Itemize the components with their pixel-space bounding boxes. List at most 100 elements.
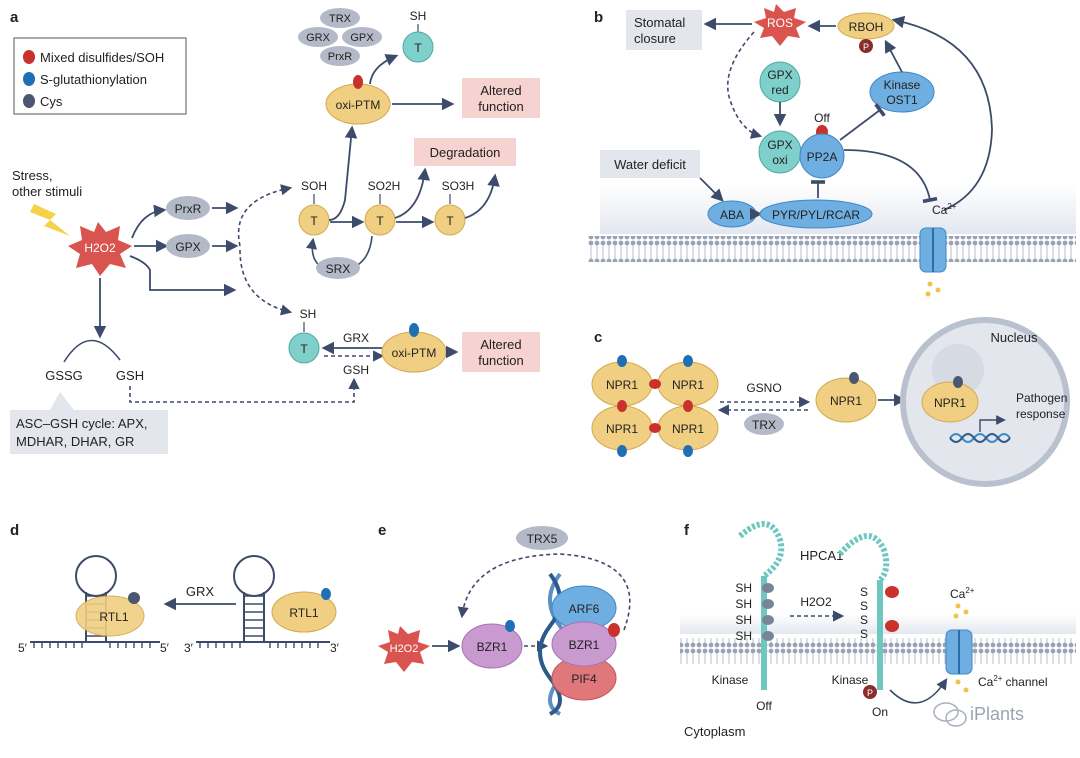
grx-node	[298, 27, 338, 47]
legend-mixed: Mixed disulfides/SOH	[40, 50, 164, 65]
ros-label: ROS	[767, 16, 793, 30]
hpca1-ectodomain-off	[738, 521, 785, 579]
target-so2h	[364, 204, 396, 236]
bzr1-label-2: BZR1	[569, 638, 600, 652]
water-deficit-box	[600, 150, 700, 178]
sh-top-label: SH	[410, 9, 427, 23]
altered-function-box-bottom	[462, 332, 540, 372]
hpca1-label: HPCA1	[800, 548, 843, 563]
stomatal-label-1: Stomatal	[634, 15, 685, 30]
panel-a: Mixed disulfides/SOH S-glutathionylation…	[10, 8, 540, 454]
prxr-node	[166, 196, 210, 220]
npr1-label-3: NPR1	[606, 422, 638, 436]
kinase-label-1: Kinase	[884, 78, 921, 92]
on-label-f: On	[872, 705, 888, 719]
dna-icon-c	[949, 433, 1011, 443]
off-label-b: Off	[814, 111, 830, 125]
pyr-label: PYR/PYL/RCAR	[772, 208, 860, 222]
pp2a-node	[799, 133, 845, 179]
ca-label-b: Ca2+	[932, 202, 957, 217]
prxr-label: PrxR	[175, 202, 202, 216]
t-label-3: T	[446, 214, 454, 228]
stomatal-box	[626, 10, 702, 50]
gsno-label: GSNO	[746, 381, 781, 395]
stomatal-label-2: closure	[634, 31, 676, 46]
sh-label-1: SH	[735, 581, 752, 595]
npr1-label-2: NPR1	[672, 378, 704, 392]
srx-label: SRX	[326, 262, 351, 276]
aba-label: ABA	[720, 208, 744, 222]
panel-label-a: a	[10, 9, 19, 26]
npr1-oligomer: NPR1 NPR1 NPR1 NPR1	[591, 355, 719, 457]
altered-label-bottom: Altered	[480, 337, 521, 352]
gpx-label: GPX	[175, 240, 200, 254]
degradation-box	[414, 138, 516, 166]
oxi-ptm-bottom-label: oxi-PTM	[392, 346, 437, 360]
function-label-bottom: function	[478, 353, 524, 368]
water-deficit-label: Water deficit	[614, 157, 686, 172]
pp2a-label: PP2A	[807, 150, 838, 164]
npr1-nuclear-label: NPR1	[934, 396, 966, 410]
gssg-label: GSSG	[45, 368, 83, 383]
s-label-4: S	[860, 627, 868, 641]
watermark: iPlants	[933, 702, 1024, 727]
trx-node-c	[744, 413, 784, 435]
s-label-2: S	[860, 599, 868, 613]
panel-b: Stomatal closure ROS RBOH P GPX red GPX …	[588, 4, 1076, 297]
rtl1-label-1: RTL1	[99, 610, 128, 624]
npr1-monomer	[815, 377, 877, 423]
gpx-red-label-1: GPX	[767, 68, 792, 82]
target-reduced-bottom	[288, 332, 320, 364]
five-prime-left: 5′	[18, 641, 28, 655]
prxr2-node	[320, 46, 360, 66]
t-label-1: T	[310, 214, 318, 228]
trx5-node	[516, 526, 568, 550]
so2h-label: SO2H	[368, 179, 401, 193]
off-label-f: Off	[756, 699, 772, 713]
altered-function-box-top	[462, 78, 540, 118]
panel-label-c: c	[594, 329, 602, 346]
altered-label-top: Altered	[480, 83, 521, 98]
legend-cys: Cys	[40, 94, 63, 109]
gpx2-label: GPX	[350, 32, 374, 44]
arf6-label: ARF6	[569, 602, 600, 616]
hpca1-ectodomain-on	[837, 532, 890, 583]
h2o2-label-f: H2O2	[800, 595, 832, 609]
gsh-arrow-label: GSH	[343, 363, 369, 377]
npr1-label-4: NPR1	[672, 422, 704, 436]
grx-label: GRX	[306, 32, 331, 44]
p-label-f: P	[867, 688, 873, 698]
legend-box	[13, 37, 187, 115]
kinase-label-2: OST1	[886, 93, 918, 107]
watermark-text: iPlants	[970, 704, 1024, 724]
prxr2-label: PrxR	[328, 51, 353, 63]
pyr-receptor	[759, 199, 873, 229]
sh-label-4: SH	[735, 629, 752, 643]
pif4-label: PIF4	[571, 672, 597, 686]
h2o2-burst-icon	[68, 222, 132, 276]
panel-f: HPCA1 SH SH SH SH Kinase Off H2O2 S S S …	[680, 521, 1076, 739]
phospho-icon-b	[859, 39, 873, 53]
ca-label-f: Ca2+	[950, 586, 975, 601]
function-label-top: function	[478, 99, 524, 114]
glutathionylation-icon	[23, 72, 35, 86]
bzr1-bound	[551, 621, 617, 667]
npr1-monomer-label: NPR1	[830, 394, 862, 408]
gpx2-node	[342, 27, 382, 47]
target-so3h	[434, 204, 466, 236]
s-label-3: S	[860, 613, 868, 627]
trx-label-c: TRX	[752, 418, 776, 432]
asc-gsh-callout	[10, 392, 168, 454]
panel-label-f: f	[684, 522, 690, 539]
gpx-oxi-label-1: GPX	[767, 138, 792, 152]
three-prime-right: 3′	[330, 641, 340, 655]
lightning-icon	[30, 204, 70, 236]
grx-label-d: GRX	[186, 584, 215, 599]
rboh-label: RBOH	[849, 20, 884, 34]
ca-channel-label: Ca2+channel	[978, 674, 1048, 689]
cytoplasm-label: Cytoplasm	[684, 724, 745, 739]
bzr1-free	[461, 623, 523, 669]
soh-label: SOH	[301, 179, 327, 193]
trx-node	[320, 8, 360, 28]
